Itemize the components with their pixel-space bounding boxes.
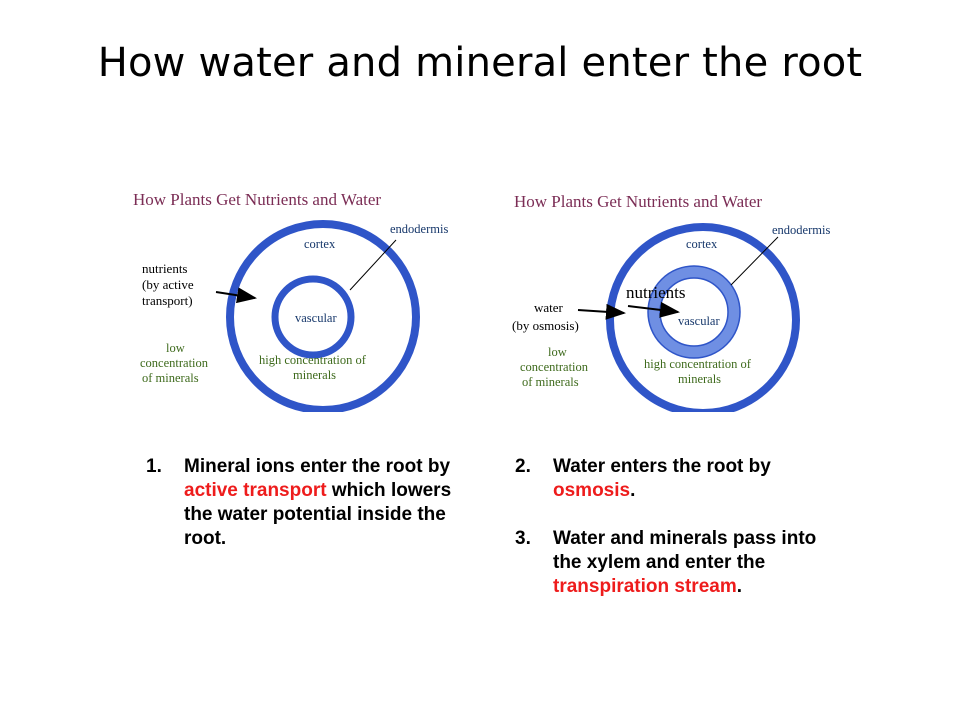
nutrients-label-line2: (by active bbox=[142, 277, 194, 292]
high-concentration-label-line2: minerals bbox=[293, 368, 336, 382]
low-concentration-label-line3: of minerals bbox=[522, 375, 579, 389]
step-text-part: Water and minerals pass into the xylem a… bbox=[553, 528, 817, 573]
step-highlight: osmosis bbox=[553, 480, 631, 501]
outer-ring-epidermis bbox=[606, 223, 800, 412]
steps-right-column: 2. Water enters the root by osmosis. 3. … bbox=[515, 455, 845, 623]
low-concentration-label-line3: of minerals bbox=[142, 371, 199, 385]
step-number: 1. bbox=[146, 456, 162, 477]
water-label: water bbox=[534, 300, 564, 315]
diagram-active-transport: How Plants Get Nutrients and Water endod… bbox=[128, 182, 458, 412]
water-label-line2: (by osmosis) bbox=[512, 318, 579, 333]
step-highlight: transpiration stream bbox=[553, 576, 737, 597]
cortex-label: cortex bbox=[686, 237, 718, 251]
nutrients-arrow bbox=[215, 287, 257, 304]
step-text: Mineral ions enter the root by active tr… bbox=[184, 455, 476, 551]
steps-left-column: 1. Mineral ions enter the root by active… bbox=[146, 455, 476, 575]
water-arrow bbox=[577, 303, 626, 320]
step-item: 3. Water and minerals pass into the xyle… bbox=[515, 527, 845, 599]
nutrients-label-line3: transport) bbox=[142, 293, 193, 308]
endodermis-pointer bbox=[730, 236, 779, 286]
low-concentration-label-line2: concentration bbox=[140, 356, 209, 370]
step-text-part: . bbox=[630, 480, 636, 501]
step-number: 2. bbox=[515, 456, 531, 477]
high-concentration-label: high concentration of bbox=[644, 357, 752, 371]
cortex-label: cortex bbox=[304, 237, 336, 251]
step-text-part: . bbox=[736, 576, 743, 597]
step-number: 3. bbox=[515, 528, 531, 549]
nutrients-label: nutrients bbox=[626, 283, 686, 302]
low-concentration-label-line2: concentration bbox=[520, 360, 589, 374]
vascular-label: vascular bbox=[678, 314, 720, 328]
diagram-heading: How Plants Get Nutrients and Water bbox=[133, 190, 381, 209]
step-item: 1. Mineral ions enter the root by active… bbox=[146, 455, 476, 551]
nutrients-arrow bbox=[627, 301, 680, 318]
low-concentration-label: low bbox=[166, 341, 185, 355]
step-text: Water enters the root by osmosis. bbox=[553, 455, 845, 503]
diagram-osmosis: How Plants Get Nutrients and Water endod… bbox=[506, 182, 836, 412]
endodermis-pointer bbox=[349, 239, 397, 291]
nutrients-label: nutrients bbox=[142, 261, 188, 276]
step-text-part: Mineral ions enter the root by bbox=[184, 456, 451, 477]
endodermis-label: endodermis bbox=[390, 222, 448, 236]
slide-title: How water and mineral enter the root bbox=[97, 40, 863, 86]
step-highlight: active transport bbox=[184, 480, 327, 501]
high-concentration-label: high concentration of bbox=[259, 353, 367, 367]
low-concentration-label: low bbox=[548, 345, 567, 359]
high-concentration-label-line2: minerals bbox=[678, 372, 721, 386]
vascular-label: vascular bbox=[295, 311, 337, 325]
endodermis-ring bbox=[271, 275, 355, 359]
step-item: 2. Water enters the root by osmosis. bbox=[515, 455, 845, 503]
endodermis-ring-thick bbox=[648, 266, 740, 358]
outer-ring-epidermis bbox=[226, 220, 420, 412]
step-text-part: Water enters the root by bbox=[553, 456, 771, 477]
step-text-part: which lowers the water potential inside … bbox=[184, 480, 452, 549]
step-text: Water and minerals pass into the xylem a… bbox=[553, 527, 845, 599]
endodermis-outline-outer bbox=[647, 265, 741, 359]
endodermis-label: endodermis bbox=[772, 223, 830, 237]
diagram-heading: How Plants Get Nutrients and Water bbox=[514, 192, 762, 211]
